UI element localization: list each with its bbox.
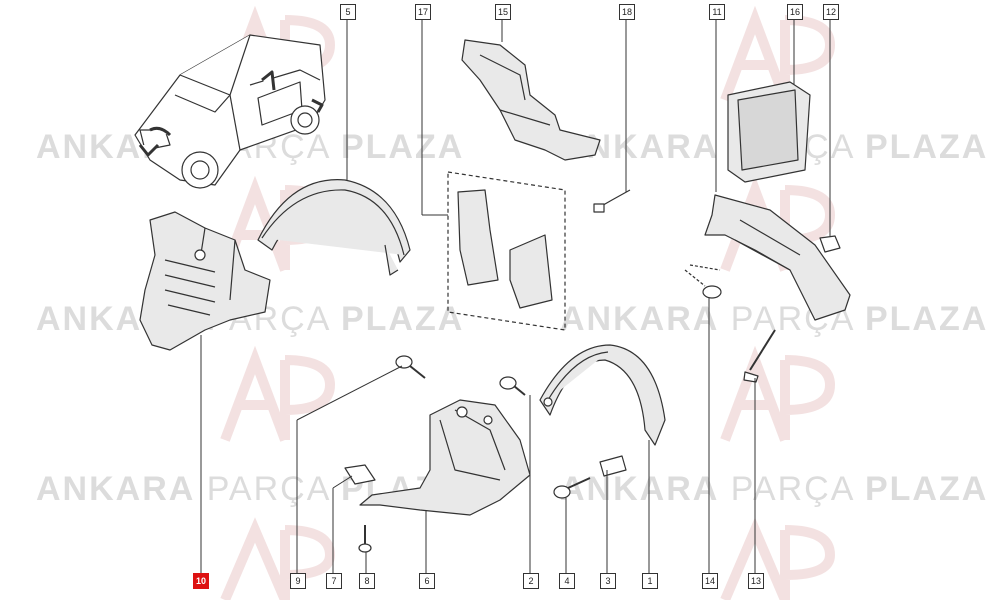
- part-4-screw: [553, 477, 591, 499]
- logo-watermarks: [220, 5, 836, 600]
- callout-2: 2: [523, 573, 539, 589]
- watermark-row-bottom-right: ANKARA PARÇA PLAZA: [560, 470, 989, 508]
- part-6-front-liner: [359, 399, 531, 516]
- part-8-screw: [358, 525, 372, 553]
- callout-17: 17: [415, 4, 431, 20]
- callout-3: 3: [600, 573, 616, 589]
- callout-7: 7: [326, 573, 342, 589]
- part-9-screw: [395, 355, 426, 379]
- callout-18: 18: [619, 4, 635, 20]
- part-1-wheel-arch: [539, 344, 666, 446]
- callout-11: 11: [709, 4, 725, 20]
- leader-lines: [200, 18, 831, 573]
- callout-1: 1: [642, 573, 658, 589]
- callout-6: 6: [419, 573, 435, 589]
- part-17-mud-flap-kit: [447, 171, 566, 331]
- part-7-nut-clip: [344, 464, 376, 485]
- callout-12: 12: [823, 4, 839, 20]
- callout-5: 5: [340, 4, 356, 20]
- part-11-rear-liner: [704, 194, 851, 321]
- part-16-inner-pad: [727, 81, 811, 183]
- callout-8: 8: [359, 573, 375, 589]
- vehicle-illustration: [134, 34, 326, 189]
- part-12-clip: [819, 235, 841, 253]
- part-5-wheel-arch-liner: [257, 179, 411, 276]
- callout-10-highlighted: 10: [193, 573, 209, 589]
- callout-9: 9: [290, 573, 306, 589]
- callout-15: 15: [495, 4, 511, 20]
- callout-13: 13: [748, 573, 764, 589]
- part-10-front-inner-panel: [139, 211, 271, 351]
- part-3-rivet: [599, 455, 627, 477]
- part-2-clip: [499, 376, 526, 396]
- callout-16: 16: [787, 4, 803, 20]
- callout-4: 4: [559, 573, 575, 589]
- callout-14: 14: [702, 573, 718, 589]
- part-15-guard-panel: [461, 39, 601, 161]
- part-18-screw: [593, 189, 631, 213]
- part-14-plug: [684, 264, 722, 299]
